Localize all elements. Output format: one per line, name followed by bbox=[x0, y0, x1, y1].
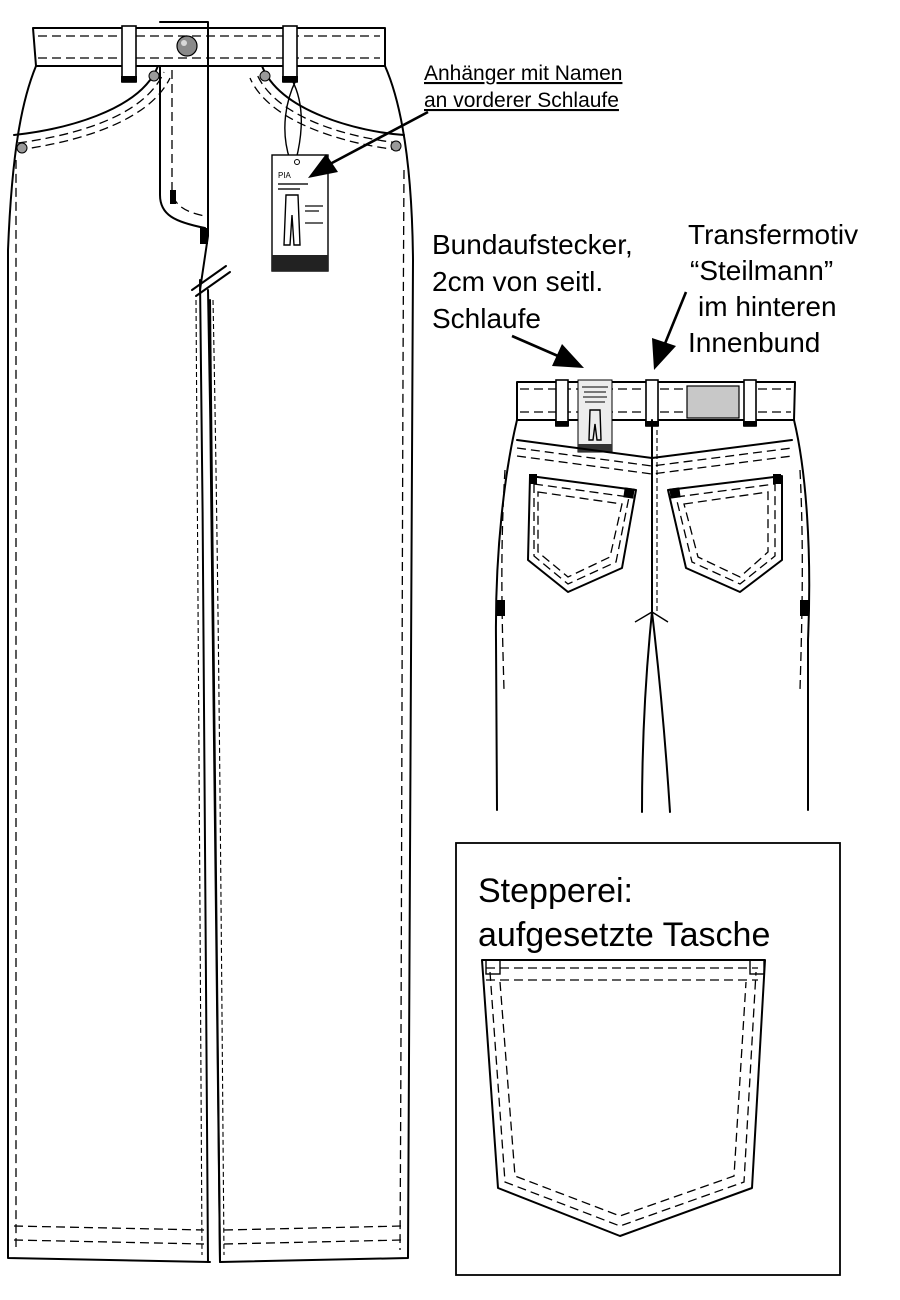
transfer-annotation-line-2: “Steilmann” bbox=[690, 255, 833, 286]
front-left-leg-outline bbox=[7, 65, 211, 1263]
back-pocket-right bbox=[667, 475, 783, 593]
hang-tag-brand: PIA bbox=[278, 171, 292, 180]
tag-annotation-line-2: an vorderer Schlaufe bbox=[424, 89, 619, 112]
front-view: PIA Anhänger mit Namen an vorderer Schla… bbox=[7, 21, 622, 1263]
back-view: Bundaufstecker, 2cm von seitl. Schlaufe … bbox=[432, 219, 858, 813]
waist-tag-annotation-line-3: Schlaufe bbox=[432, 303, 541, 334]
detail-pocket-outline bbox=[481, 959, 766, 1237]
waist-tag-annotation-line-1: Bundaufstecker, bbox=[432, 229, 633, 260]
transfer-patch bbox=[686, 385, 740, 419]
back-pocket-left bbox=[527, 475, 637, 593]
stitching-detail-title: Stepperei: bbox=[478, 872, 633, 910]
tag-annotation: Anhänger mit Namen an vorderer Schlaufe bbox=[308, 62, 622, 178]
stitching-detail: Stepperei: aufgesetzte Tasche bbox=[455, 842, 841, 1276]
waist-tag-annotation: Bundaufstecker, 2cm von seitl. Schlaufe bbox=[432, 229, 633, 368]
waist-button bbox=[176, 35, 198, 57]
front-belt-loop-left bbox=[121, 25, 137, 83]
transfer-annotation-line-1: Transfermotiv bbox=[688, 219, 858, 250]
transfer-annotation-line-3: im hinteren bbox=[698, 291, 837, 322]
back-left-leg-outline bbox=[494, 419, 518, 811]
front-pocket-left bbox=[13, 65, 159, 136]
stitching-detail-frame bbox=[455, 842, 841, 1276]
transfer-annotation: Transfermotiv “Steilmann” im hinteren In… bbox=[652, 219, 858, 370]
front-right-leg-outline bbox=[209, 65, 414, 1263]
tag-annotation-line-1: Anhänger mit Namen bbox=[424, 62, 622, 85]
transfer-annotation-line-4: Innenbund bbox=[688, 327, 820, 358]
back-right-leg-outline bbox=[793, 419, 811, 811]
waistband-tag bbox=[577, 379, 613, 453]
front-belt-loop-right bbox=[282, 25, 298, 83]
waist-tag-annotation-line-2: 2cm von seitl. bbox=[432, 266, 603, 297]
stitching-detail-subtitle: aufgesetzte Tasche bbox=[478, 916, 770, 954]
